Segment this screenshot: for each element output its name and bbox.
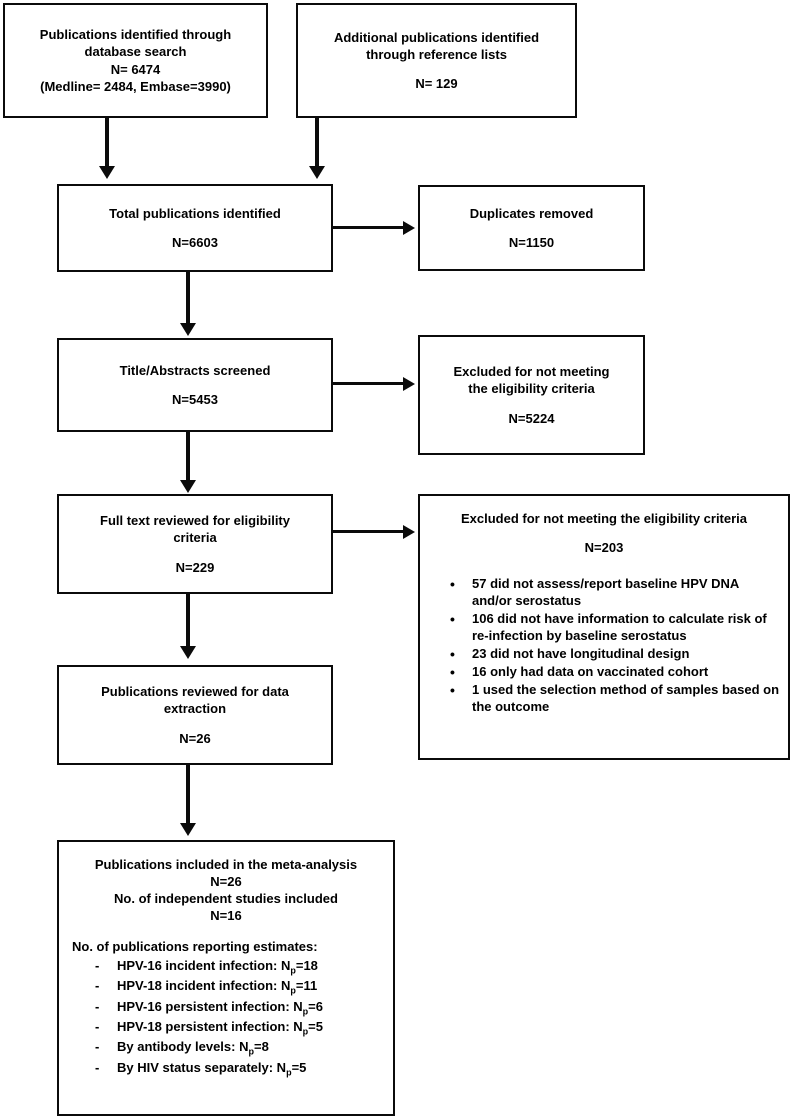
- box-duplicates-removed-line2: N=1150: [508, 235, 555, 250]
- list-item: 16 only had data on vaccinated cohort: [450, 663, 780, 681]
- list-item: By antibody levels: Np=8: [95, 1038, 383, 1058]
- list-item: By HIV status separately: Np=5: [95, 1059, 383, 1079]
- list-item: 106 did not have information to calculat…: [450, 610, 780, 645]
- box-excluded-fulltext-count: N=203: [584, 540, 624, 556]
- box-reference-lists-line1: Additional publications identified: [333, 29, 540, 45]
- list-item: 1 used the selection method of samples b…: [450, 681, 780, 716]
- spacer: [426, 527, 782, 539]
- estimate-text: HPV-18 persistent infection: N: [117, 1018, 303, 1034]
- box-database-search-line1: Publications identified through: [39, 27, 232, 43]
- box-total-identified-line1: Total publications identified: [109, 205, 281, 221]
- box-included-final-line2: N=26: [210, 874, 242, 890]
- list-item: 57 did not assess/report baseline HPV DN…: [450, 575, 780, 610]
- box-data-extraction: Publications reviewed for data extractio…: [57, 665, 333, 765]
- box-excluded-screening-line1: Excluded for not meeting: [453, 364, 610, 380]
- estimate-value: =8: [253, 1039, 269, 1055]
- connector-titles-to-fulltext-arrowhead: [180, 480, 196, 493]
- box-titles-screened: Title/Abstracts screened N=5453: [57, 338, 333, 432]
- estimate-subscript: p: [290, 985, 296, 996]
- connector-db-to-total-line: [105, 118, 109, 168]
- estimate-subscript: p: [302, 1006, 309, 1017]
- estimate-text: By antibody levels: N: [117, 1039, 249, 1055]
- box-excluded-screening-line2: the eligibility criteria: [468, 381, 595, 397]
- box-included-final-line3: No. of independent studies included: [114, 891, 338, 907]
- list-item: HPV-18 incident infection: Np=11: [95, 977, 383, 997]
- estimate-text: HPV-16 incident infection: N: [117, 957, 291, 973]
- box-database-search-line2: database search: [84, 44, 187, 60]
- connector-fulltext-to-extraction-arrowhead: [180, 646, 196, 659]
- box-reference-lists-line2: through reference lists: [366, 46, 507, 62]
- box-full-text-reviewed-line3: N=229: [175, 559, 215, 575]
- list-item: HPV-16 incident infection: Np=18: [95, 957, 383, 977]
- box-included-final-line1: Publications included in the meta-analys…: [94, 857, 358, 872]
- estimates-label: No. of publications reporting estimates:: [72, 938, 318, 954]
- box-excluded-fulltext-header: Excluded for not meeting the eligibility…: [460, 511, 748, 526]
- box-full-text-reviewed-line1: Full text reviewed for eligibility: [100, 513, 290, 529]
- box-data-extraction-line2: extraction: [163, 701, 227, 717]
- connector-fulltext-to-extraction-line: [186, 594, 190, 648]
- excluded-reasons-list: 57 did not assess/report baseline HPV DN…: [426, 575, 782, 716]
- estimate-subscript: p: [290, 965, 296, 976]
- spacer: [426, 556, 782, 576]
- box-total-identified: Total publications identified N=6603: [57, 184, 333, 272]
- estimate-subscript: p: [286, 1067, 292, 1078]
- box-full-text-reviewed: Full text reviewed for eligibility crite…: [57, 494, 333, 594]
- list-item: HPV-16 persistent infection: Np=6: [95, 998, 383, 1018]
- connector-db-to-total-arrowhead: [99, 166, 115, 179]
- connector-titles-to-excluded-line: [333, 382, 405, 385]
- connector-total-to-duplicates-line: [333, 226, 405, 229]
- estimate-value: =5: [308, 1018, 323, 1034]
- estimate-text: By HIV status separately: N: [117, 1059, 287, 1075]
- connector-total-to-titles-arrowhead: [180, 323, 196, 336]
- estimates-list: HPV-16 incident infection: Np=18 HPV-18 …: [69, 957, 383, 1079]
- box-excluded-fulltext: Excluded for not meeting the eligibility…: [418, 494, 790, 760]
- connector-fulltext-to-excluded-arrowhead: [403, 525, 415, 539]
- connector-titles-to-fulltext-line: [186, 432, 190, 482]
- estimate-value: =11: [295, 978, 318, 994]
- box-data-extraction-line1: Publications reviewed for data: [101, 684, 289, 700]
- box-total-identified-line2: N=6603: [172, 235, 218, 250]
- estimate-subscript: p: [248, 1046, 254, 1057]
- box-duplicates-removed-line1: Duplicates removed: [469, 205, 594, 221]
- box-excluded-screening-line3: N=5224: [508, 410, 555, 426]
- estimate-subscript: p: [302, 1026, 309, 1037]
- box-reference-lists-line3: N= 129: [415, 76, 458, 92]
- list-item: HPV-18 persistent infection: Np=5: [95, 1018, 383, 1038]
- box-included-final: Publications included in the meta-analys…: [57, 840, 395, 1116]
- box-duplicates-removed: Duplicates removed N=1150: [418, 185, 645, 271]
- connector-extraction-to-included-arrowhead: [180, 823, 196, 836]
- box-included-final-line4: N=16: [210, 908, 242, 924]
- estimate-value: =6: [308, 998, 323, 1014]
- box-titles-screened-line2: N=5453: [172, 392, 218, 407]
- estimate-text: HPV-16 persistent infection: N: [117, 998, 303, 1014]
- box-database-search-line4: (Medline= 2484, Embase=3990): [40, 78, 231, 94]
- list-item: 23 did not have longitudinal design: [450, 645, 780, 663]
- connector-extraction-to-included-line: [186, 765, 190, 825]
- box-excluded-screening: Excluded for not meeting the eligibility…: [418, 335, 645, 455]
- estimate-text: HPV-18 incident infection: N: [117, 978, 291, 994]
- box-database-search: Publications identified through database…: [3, 3, 268, 118]
- box-reference-lists: Additional publications identified throu…: [296, 3, 577, 118]
- connector-ref-to-total-line: [315, 118, 319, 168]
- estimate-value: =5: [291, 1059, 307, 1075]
- connector-titles-to-excluded-arrowhead: [403, 377, 415, 391]
- connector-ref-to-total-arrowhead: [309, 166, 325, 179]
- estimate-value: =18: [295, 957, 318, 973]
- connector-total-to-titles-line: [186, 272, 190, 325]
- box-titles-screened-line1: Title/Abstracts screened: [119, 362, 271, 378]
- box-full-text-reviewed-line2: criteria: [173, 530, 217, 546]
- connector-fulltext-to-excluded-line: [333, 530, 405, 533]
- box-data-extraction-line3: N=26: [179, 730, 211, 746]
- box-database-search-line3: N= 6474: [110, 61, 161, 77]
- connector-total-to-duplicates-arrowhead: [403, 221, 415, 235]
